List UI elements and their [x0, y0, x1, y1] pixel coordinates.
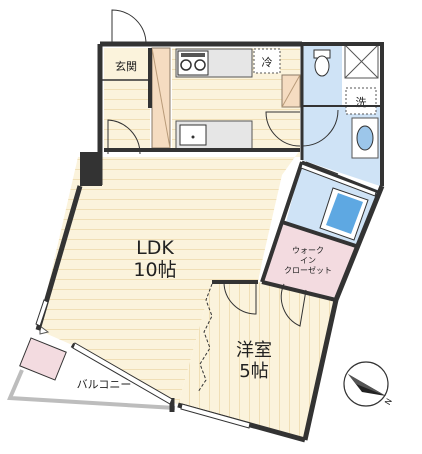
western-room-label: 洋室	[236, 340, 272, 361]
wash-basin	[356, 125, 374, 151]
kitchen-sink	[179, 124, 207, 146]
compass-north-label: N	[383, 397, 394, 407]
balcony-storage	[19, 337, 67, 381]
compass-ring	[343, 361, 389, 407]
hall-floor	[104, 80, 150, 150]
walkin-closet-floor	[262, 222, 356, 298]
stove-knobs	[181, 53, 205, 57]
compass: N	[343, 361, 394, 407]
ldk-size: 10帖	[133, 259, 176, 281]
balcony-railing	[7, 369, 176, 410]
refrigerator-space	[253, 48, 281, 74]
walkin-closet-label-3: クローゼット	[284, 265, 332, 275]
folding-door	[197, 283, 213, 393]
washer-space	[345, 87, 377, 115]
burner-left	[180, 59, 192, 71]
windows	[35, 163, 377, 429]
washer-label: 洗	[356, 96, 367, 109]
ldk-label: LDK	[136, 237, 174, 259]
walkin-closet-label-2: イン	[300, 256, 316, 265]
refrigerator-label: 冷	[262, 56, 273, 69]
western-room-size: 5帖	[239, 361, 268, 382]
balcony-label: バルコニー	[77, 378, 132, 391]
entrance-label: 玄関	[115, 59, 137, 73]
western-room-floor	[178, 282, 336, 440]
sink-drain	[191, 135, 195, 139]
doors	[107, 9, 339, 327]
bathtub-water	[326, 193, 363, 234]
walkin-closet-label-1: ウォーク	[292, 246, 324, 255]
entrance-floor	[104, 48, 150, 80]
ldk-floor	[38, 150, 300, 405]
toilet-bowl	[314, 55, 330, 77]
burner-right	[194, 59, 206, 71]
